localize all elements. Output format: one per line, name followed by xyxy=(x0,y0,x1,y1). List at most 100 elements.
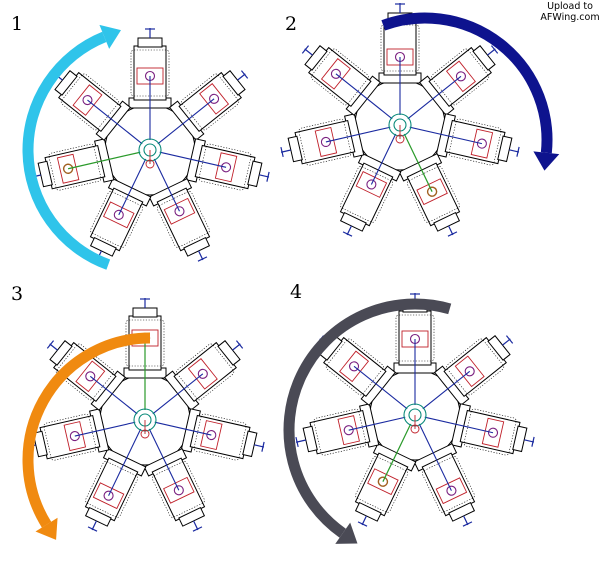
rotation-arrowhead-2 xyxy=(533,151,560,171)
cylinder-head xyxy=(304,45,328,71)
spark-plug-cap xyxy=(357,521,368,527)
cylinder xyxy=(301,45,393,120)
cooling-fins xyxy=(181,73,240,131)
cylinder xyxy=(30,138,141,191)
watermark-line-1: Upload to xyxy=(547,1,593,12)
spark-plug-cap xyxy=(87,526,98,532)
cooling-fins xyxy=(193,413,247,461)
spark-plug-cap xyxy=(295,437,299,448)
panel-1-number: 1 xyxy=(11,13,24,35)
connecting-rod xyxy=(335,73,393,120)
spark-plug xyxy=(237,73,246,81)
spark-plug xyxy=(487,48,496,56)
spark-plug-cap xyxy=(301,45,310,54)
spark-plug-cap xyxy=(447,231,458,237)
cooling-fins xyxy=(85,461,138,518)
connecting-rod xyxy=(74,421,136,437)
cooling-fins xyxy=(152,461,205,518)
panel-3-diagram xyxy=(22,298,265,540)
cooling-fins xyxy=(55,343,114,401)
spark-plug xyxy=(259,174,270,178)
spark-plug-cap xyxy=(516,146,520,157)
cylinder xyxy=(89,158,152,262)
cylinder-head xyxy=(222,70,246,96)
cooling-fins xyxy=(176,343,235,401)
connecting-rod xyxy=(424,416,494,434)
cooling-fins xyxy=(313,408,367,456)
panel-2-diagram xyxy=(280,3,560,237)
cylinder-head xyxy=(89,236,117,257)
connecting-rod xyxy=(418,423,452,491)
rotation-arrowhead-1 xyxy=(99,24,121,49)
connecting-rod xyxy=(370,133,397,185)
connecting-rod xyxy=(403,133,433,192)
cylinder-head xyxy=(137,37,163,48)
panel-1-diagram xyxy=(22,24,270,270)
spark-plug xyxy=(198,250,204,261)
connecting-rod xyxy=(154,421,212,436)
connecting-rod xyxy=(108,428,142,496)
spark-plug-cap xyxy=(235,340,244,349)
cooling-fins xyxy=(340,166,393,223)
spark-plug xyxy=(361,515,367,526)
panel-4-number: 4 xyxy=(290,281,303,303)
connecting-rod xyxy=(353,365,408,410)
cylinder xyxy=(413,423,476,527)
connecting-rod xyxy=(87,99,143,145)
spark-plug xyxy=(524,439,535,443)
cooling-fins xyxy=(422,456,475,513)
cylinder xyxy=(25,408,136,461)
cooling-fins xyxy=(48,143,102,191)
cooling-fins xyxy=(380,24,420,72)
rotation-arrowhead-3 xyxy=(35,517,58,540)
rotation-arrow-4 xyxy=(283,298,452,538)
rotation-arrowhead-4 xyxy=(335,522,358,544)
connecting-rod xyxy=(409,126,483,145)
cylinder-head xyxy=(183,236,211,257)
spark-plug-cap xyxy=(261,441,265,452)
spark-plug xyxy=(295,439,306,443)
connecting-rod xyxy=(153,158,180,212)
panel-4-diagram xyxy=(283,293,535,544)
spark-plug-cap xyxy=(462,521,473,527)
cooling-fins xyxy=(90,191,143,248)
panel-2-number: 2 xyxy=(285,13,298,35)
cooling-fins xyxy=(446,338,505,396)
cylinder xyxy=(339,133,402,237)
spark-plug-cap xyxy=(240,70,249,79)
cooling-fins xyxy=(431,48,490,106)
spark-plug xyxy=(193,520,199,531)
connecting-rod xyxy=(148,428,180,491)
spark-plug xyxy=(346,225,352,236)
spark-plug xyxy=(232,343,241,351)
rotation-arrow-3 xyxy=(22,332,151,528)
cylinder xyxy=(398,133,461,237)
cylinder-head xyxy=(132,307,158,318)
cooling-fins xyxy=(355,456,408,513)
engine-1 xyxy=(30,28,270,262)
cooling-fins xyxy=(463,408,517,456)
cooling-fins xyxy=(130,49,170,97)
connecting-rod xyxy=(152,373,204,415)
connecting-rod xyxy=(157,98,215,145)
connecting-rod xyxy=(67,151,141,170)
spark-plug xyxy=(280,149,291,153)
cooling-fins xyxy=(60,73,119,131)
spark-plug-cap xyxy=(46,340,55,349)
connecting-rod xyxy=(407,75,462,120)
cylinder-head xyxy=(302,425,318,453)
cylinder-head xyxy=(217,340,241,366)
watermark-line-2: AFWing.com xyxy=(540,12,600,23)
rotation-arrow-1 xyxy=(22,31,111,270)
cooling-fins xyxy=(310,48,369,106)
rotation-arrow-2 xyxy=(381,12,553,154)
spark-plug xyxy=(49,343,58,351)
spark-plug-cap xyxy=(280,147,284,158)
cylinder xyxy=(159,138,270,191)
cylinder-barrel xyxy=(189,414,251,460)
cylinder-head xyxy=(287,135,303,163)
spark-plug-cap xyxy=(192,526,203,532)
cylinder xyxy=(424,403,535,456)
connecting-rod xyxy=(325,126,391,143)
cooling-fins xyxy=(407,166,460,223)
